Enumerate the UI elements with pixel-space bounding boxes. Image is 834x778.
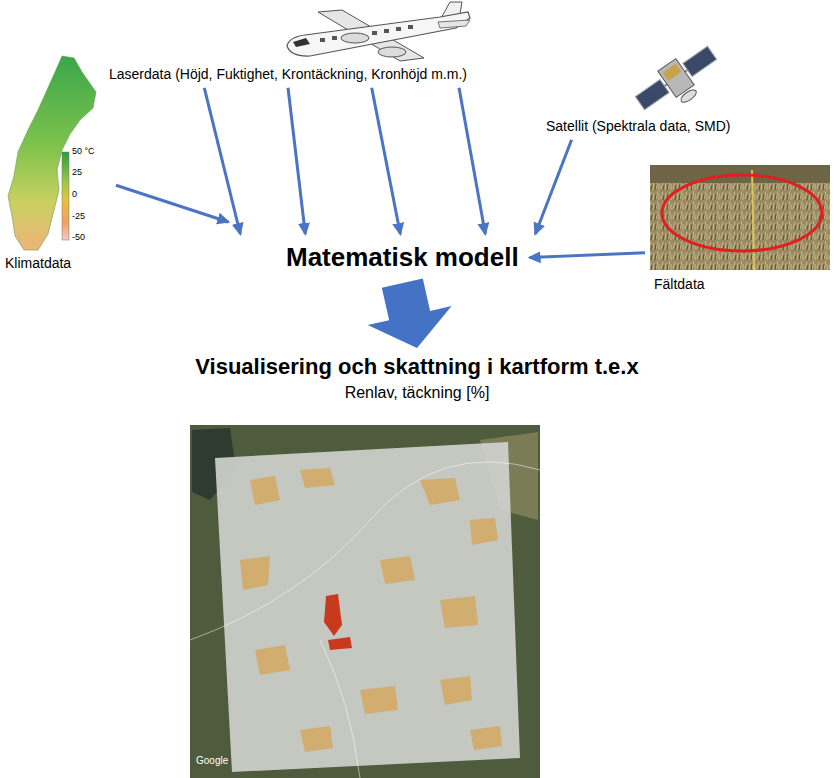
airplane-engine [378, 47, 406, 57]
map-ground [190, 425, 540, 778]
block-arrow [368, 279, 452, 349]
solar-panel [683, 46, 717, 76]
input-arrow [372, 88, 401, 234]
node-text: Satellit (Spektrala data, SMD) [546, 118, 730, 135]
airplane-windows [320, 25, 413, 42]
scale-value: -25 [72, 212, 85, 222]
lichen-patches [240, 468, 502, 752]
input-arrow [288, 88, 305, 234]
airplane [287, 2, 470, 61]
sweden-shape [8, 56, 96, 250]
satellite-dish [679, 88, 698, 105]
scale-value: 25 [72, 168, 82, 178]
map-roads [190, 462, 540, 778]
field-data: Fältdata [648, 163, 832, 293]
input-arrow [530, 253, 645, 258]
scale-value: 50 °C [72, 147, 95, 157]
airplane-engine [341, 33, 369, 43]
input-arrow [535, 140, 571, 234]
result-map [190, 425, 540, 778]
airplane-stabilizer [438, 20, 470, 28]
node-text: Fältdata [654, 276, 705, 293]
airplane-cockpit [293, 38, 310, 47]
satellite-foil [663, 64, 682, 81]
node-subtext: Renlav, täckning [%] [345, 383, 490, 402]
photo-ground [650, 165, 830, 270]
scale-value: 0 [72, 190, 77, 200]
color-scale [62, 152, 69, 240]
input-arrow [204, 88, 240, 234]
solar-panel [635, 79, 669, 109]
node-text: Klimatdata [5, 255, 71, 272]
measuring-tape [752, 170, 754, 270]
airplane-fuselage [287, 12, 470, 56]
high-cover-patch [324, 594, 352, 650]
estimate-overlay [215, 442, 520, 772]
input-arrow [116, 185, 228, 222]
map-watermark: Google [196, 755, 228, 766]
input-arrow [459, 88, 485, 234]
satellite-data: Satellit (Spektrala data, SMD) [543, 116, 733, 137]
node-text: Matematisk modell [286, 242, 519, 273]
model-box: Matematisk modell [283, 240, 522, 275]
satellite [631, 40, 727, 125]
field-photo [650, 165, 830, 270]
node-text: Laserdata (Höjd, Fuktighet, Krontäckning… [109, 66, 467, 83]
node-text: Visualisering och skattning i kartform t… [195, 354, 638, 380]
result-panel: Visualisering och skattning i kartform t… [100, 352, 734, 778]
climate-data: Klimatdata [2, 52, 114, 274]
scale-value: -50 [72, 233, 85, 243]
sweden-map [8, 56, 96, 250]
laser-data: Laserdata (Höjd, Fuktighet, Krontäckning… [106, 64, 470, 85]
sample-circle [662, 175, 822, 251]
